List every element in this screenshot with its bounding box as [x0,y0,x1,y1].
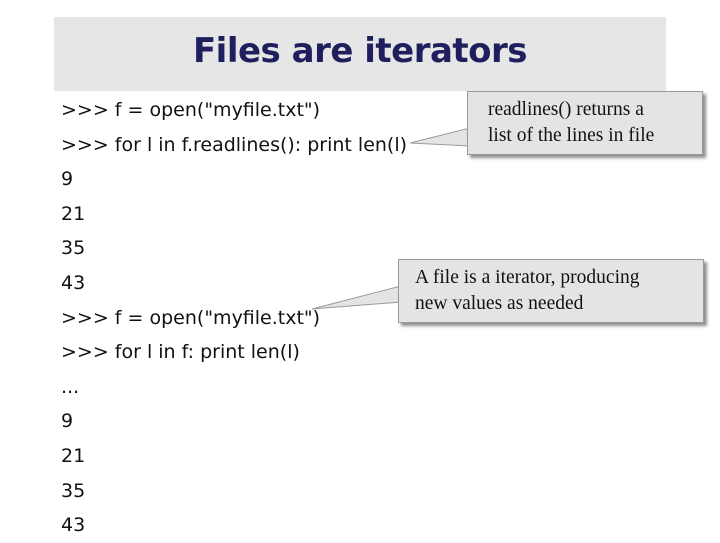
code-line: 21 [61,444,86,467]
code-line: 9 [61,168,74,191]
callout-pointer-readlines [409,127,471,147]
code-line: >>> for l in f.readlines(): print len(l) [61,133,408,156]
code-line: 43 [61,514,86,537]
code-line: 35 [61,237,86,260]
callout-pointer-iterator [311,285,402,310]
callout-text: readlines() returns a [488,99,644,120]
callout-iterator: A file is a iterator, producing new valu… [398,259,704,323]
title-bar: Files are iterators [54,17,666,91]
callout-readlines: readlines() returns a list of the lines … [467,91,703,155]
code-line: 43 [61,271,86,294]
code-listing: >>> f = open("myfile.txt") >>> for l in … [61,93,407,543]
code-line: >>> f = open("myfile.txt") [61,99,321,121]
code-line: >>> f = open("myfile.txt") [61,306,321,329]
slide-title: Files are iterators [192,31,528,71]
code-line: 9 [61,410,74,433]
code-line: >>> for l in f: print len(l) [61,341,300,364]
code-line: ... [61,375,80,398]
code-line: 35 [61,479,86,502]
callout-text: new values as needed [415,293,584,314]
callout-text: list of the lines in file [488,125,655,146]
code-line: 21 [61,202,86,225]
callout-text: A file is a iterator, producing [415,267,640,288]
